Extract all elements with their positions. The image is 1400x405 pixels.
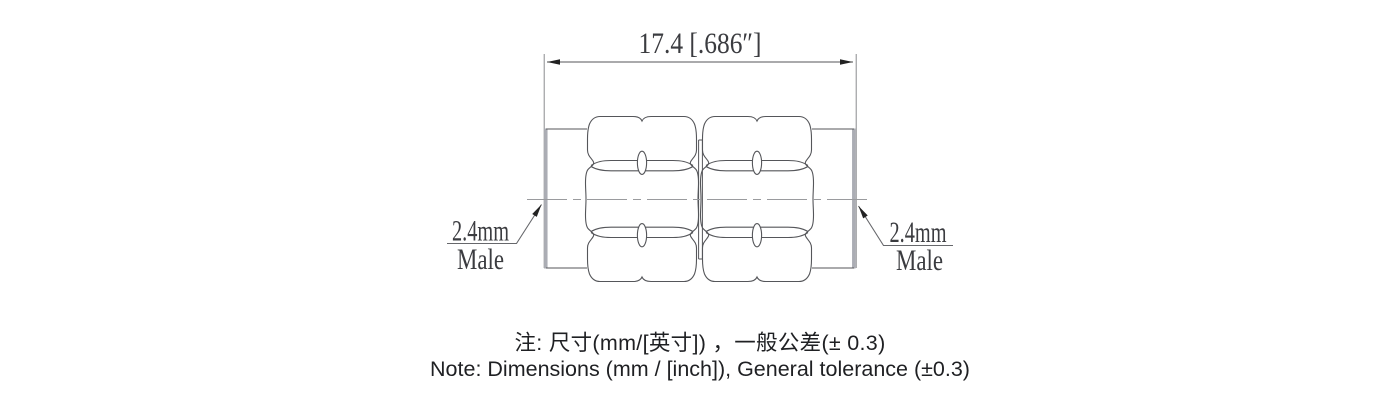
right-barrel [812,128,856,269]
tolerance-notes: 注: 尺寸(mm/[英寸]) ，一般公差(± 0.3) Note: Dimens… [0,330,1400,382]
right-connector-callout: 2.4mm Male [858,205,953,277]
left-leader-line [447,204,542,245]
note-line-en: Note: Dimensions (mm / [inch]), General … [430,357,970,381]
left-barrel [544,128,587,269]
right-connector-size: 2.4mm [890,216,947,249]
right-leader-line [858,205,953,247]
left-connector-callout: 2.4mm Male [447,204,542,276]
note-line-zh: 注: 尺寸(mm/[英寸]) ，一般公差(± 0.3) [514,331,886,355]
left-connector-gender: Male [457,243,504,276]
left-connector-size: 2.4mm [452,215,509,248]
dimension-extension-lines [543,54,857,268]
right-connector-gender: Male [896,244,943,277]
dimension-label: 17.4 [.686″] [639,27,762,60]
